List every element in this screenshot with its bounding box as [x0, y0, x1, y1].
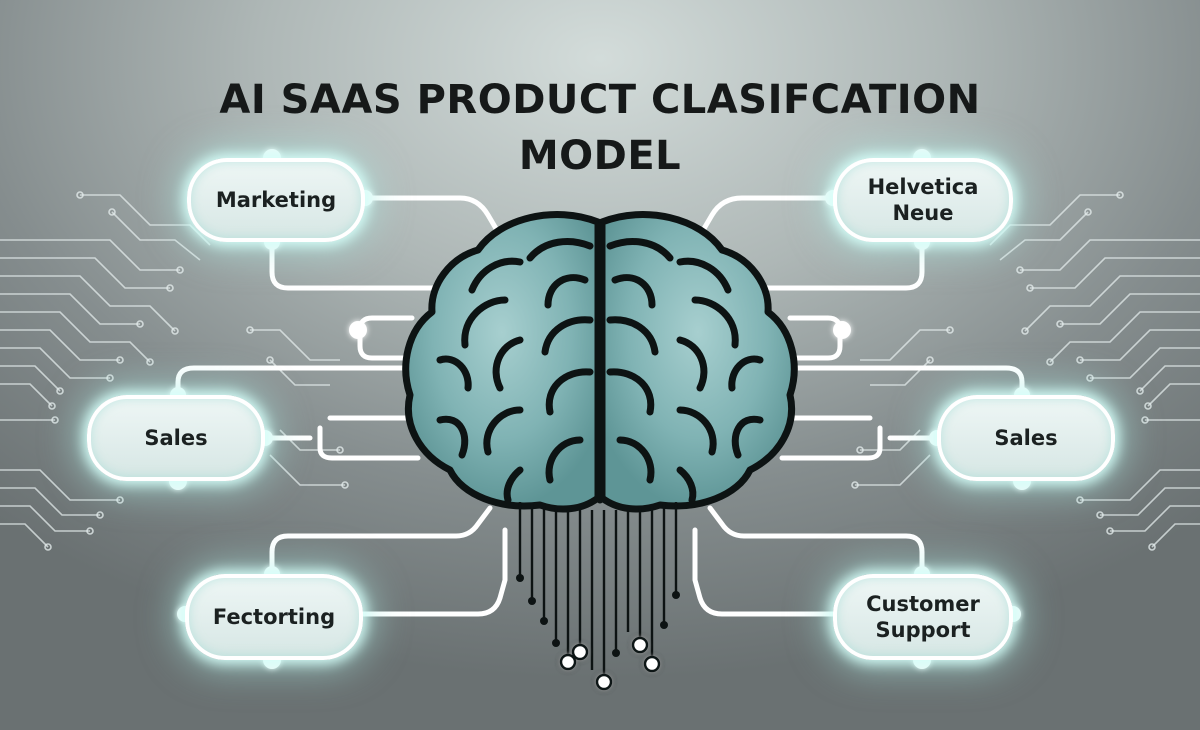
circuit-pattern-left — [0, 194, 345, 548]
circuit-nodes-right — [851, 191, 1156, 551]
node-fectorting-label: Fectorting — [212, 605, 336, 629]
node-marketing: Marketing — [187, 158, 365, 242]
node-helvetica-neue: Helvetica Neue — [833, 158, 1013, 242]
node-customer-support: Customer Support — [833, 574, 1013, 660]
connector-helvetica-top — [699, 195, 836, 235]
node-sales-right-label: Sales — [994, 426, 1058, 450]
connector-sales-right-top — [791, 365, 1025, 398]
connector-right-loop — [787, 315, 843, 361]
connector-fectorting-right — [360, 527, 508, 617]
connector-sales-left-bracket — [317, 415, 421, 461]
node-sales-left-label: Sales — [144, 426, 208, 450]
connector-support-left — [692, 527, 836, 617]
circuit-nodes-left — [44, 191, 349, 551]
node-helvetica-label-line-1: Helvetica — [867, 175, 979, 199]
node-sales-left: Sales — [87, 395, 265, 481]
node-support-label-line-1: Customer — [866, 592, 980, 616]
title-line-1: AI SAAS PRODUCT CLASIFCATION — [219, 77, 981, 123]
node-fectorting: Fectorting — [185, 574, 363, 660]
brain-outline-right — [598, 211, 798, 513]
title-line-2: MODEL — [518, 133, 682, 179]
connector-fectorting-top — [269, 505, 493, 577]
connector-support-top — [707, 505, 925, 577]
brain-outline-left — [402, 211, 602, 513]
brain-stem-terminals — [516, 574, 680, 657]
page-title: AI SAAS PRODUCT CLASIFCATION MODEL — [150, 72, 1050, 184]
circuit-pattern-right — [855, 194, 1200, 548]
node-sales-right: Sales — [937, 395, 1115, 481]
brain-icon — [402, 211, 798, 513]
node-marketing-label: Marketing — [215, 188, 337, 212]
brain-stem-wires — [518, 502, 678, 685]
brain-stem-glow-nodes — [559, 636, 661, 691]
node-support-label-line-2: Support — [875, 618, 971, 642]
connector-helvetica-bottom — [759, 239, 925, 291]
connector-marketing-top — [362, 195, 501, 235]
node-helvetica-label-line-2: Neue — [892, 201, 954, 225]
connector-marketing-bottom — [269, 239, 443, 291]
brain-folds — [436, 222, 764, 504]
connector-sales-left-top — [175, 365, 409, 398]
connector-sales-right-bracket — [779, 415, 883, 461]
connector-lines — [175, 195, 1025, 617]
